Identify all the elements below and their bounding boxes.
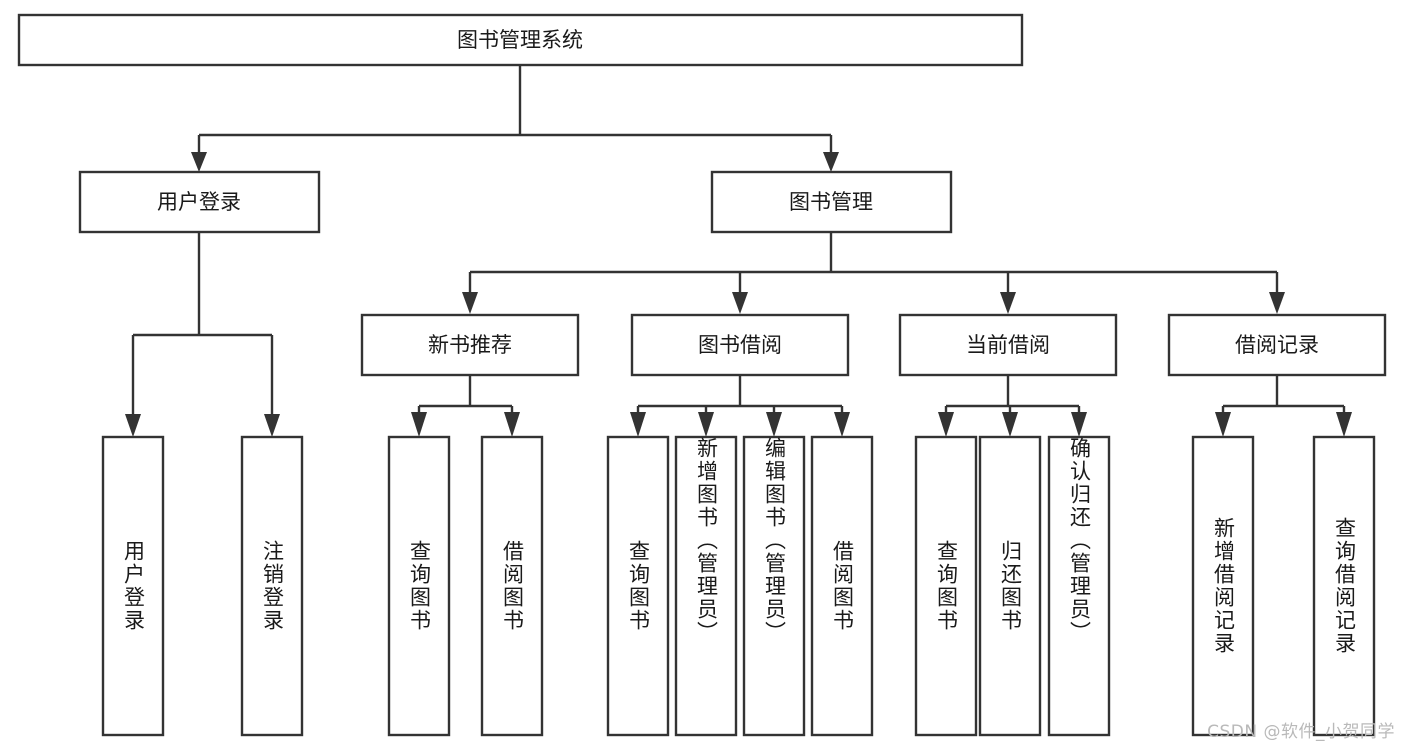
csdn-watermark: CSDN @软件_小贺同学	[1207, 722, 1395, 742]
arrowhead-current-borrow-leaf-1	[938, 412, 954, 437]
leaf-box-book-borrow-2[interactable]	[674, 435, 738, 737]
leaf-box-new-book-2[interactable]	[480, 435, 544, 737]
arrowhead-new-book-leaf-1	[411, 412, 427, 437]
leaf-box-user-login-1[interactable]	[101, 435, 165, 737]
arrowhead-borrow-record-leaf-2	[1336, 412, 1352, 437]
arrowhead-user-login-leaf-1	[125, 414, 141, 437]
book-borrow-box-label: 图书借阅	[698, 333, 782, 357]
leaf-box-book-borrow-3[interactable]	[742, 435, 806, 737]
node-user-login[interactable]: 用户登录	[78, 170, 321, 234]
edge-borrow-record-to-leaves	[1215, 375, 1352, 437]
arrowhead-book-borrow-leaf-4	[834, 412, 850, 437]
leaf-box-book-borrow-1[interactable]	[606, 435, 670, 737]
book-management-box-label: 图书管理	[789, 190, 873, 214]
arrowhead-to-borrow-record	[1269, 292, 1285, 314]
arrowhead-borrow-record-leaf-1	[1215, 412, 1231, 437]
leaf-box-user-login-2[interactable]	[240, 435, 304, 737]
leaf-box-borrow-record-1[interactable]	[1191, 435, 1255, 737]
current-borrow-box-label: 当前借阅	[966, 333, 1050, 357]
edge-book-mgmt-to-level3	[462, 232, 1285, 314]
leaf-box-current-borrow-1[interactable]	[914, 435, 978, 737]
leaf-box-current-borrow-3[interactable]	[1047, 435, 1111, 737]
leaf-box-current-borrow-2[interactable]	[978, 435, 1042, 737]
node-root[interactable]: 图书管理系统	[17, 13, 1024, 67]
arrowhead-to-new-book	[462, 292, 478, 314]
user-login-box-rect	[78, 170, 321, 234]
leaf-box-new-book-1[interactable]	[387, 435, 451, 737]
edge-root-to-level2	[191, 65, 839, 172]
node-current-borrow[interactable]: 当前借阅	[898, 313, 1118, 377]
new-book-recommend-box-label: 新书推荐	[428, 333, 512, 357]
arrowhead-to-book-mgmt	[823, 152, 839, 172]
borrow-record-box-label: 借阅记录	[1235, 333, 1319, 357]
arrowhead-user-login-leaf-2	[264, 414, 280, 437]
arrowhead-to-current-borrow	[1000, 292, 1016, 314]
edge-current-borrow-to-leaves	[938, 375, 1087, 437]
arrowhead-current-borrow-leaf-3	[1071, 412, 1087, 437]
root-box-label: 图书管理系统	[457, 28, 583, 52]
arrowhead-new-book-leaf-2	[504, 412, 520, 437]
arrowhead-book-borrow-leaf-3	[766, 412, 782, 437]
arrowhead-to-user-login	[191, 152, 207, 172]
node-book-management[interactable]: 图书管理	[710, 170, 953, 234]
leaf-box-book-borrow-4[interactable]	[810, 435, 874, 737]
new-book-recommend-box-rect	[360, 313, 580, 377]
arrowhead-current-borrow-leaf-2	[1002, 412, 1018, 437]
edge-book-borrow-to-leaves	[630, 375, 850, 437]
arrowhead-to-book-borrow	[732, 292, 748, 314]
current-borrow-box-rect	[898, 313, 1118, 377]
root-box-rect	[17, 13, 1024, 67]
node-borrow-record[interactable]: 借阅记录	[1167, 313, 1387, 377]
edge-new-book-to-leaves	[411, 375, 520, 437]
node-book-borrow[interactable]: 图书借阅	[630, 313, 850, 377]
user-login-box-label: 用户登录	[157, 190, 241, 214]
node-new-book-recommend[interactable]: 新书推荐	[360, 313, 580, 377]
leaf-box-borrow-record-2[interactable]	[1312, 435, 1376, 737]
arrowhead-book-borrow-leaf-2	[698, 412, 714, 437]
edge-user-login-to-leaves	[125, 232, 280, 437]
arrowhead-book-borrow-leaf-1	[630, 412, 646, 437]
